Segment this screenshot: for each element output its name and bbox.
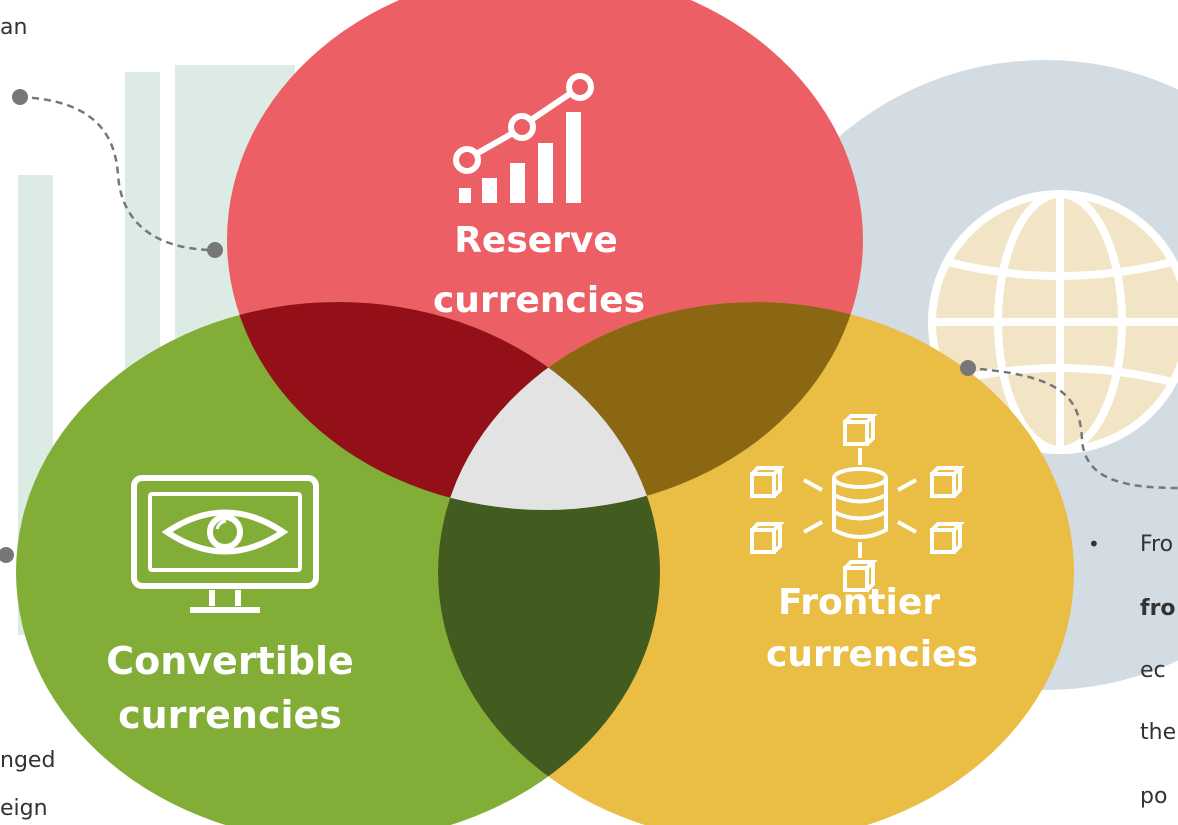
chart-growth-icon — [453, 73, 594, 203]
right-text-line4: the — [1140, 720, 1177, 745]
connector-left-bottom — [0, 547, 14, 563]
right-text-line1: Fro — [1140, 532, 1174, 557]
left-text-top: an — [0, 15, 28, 40]
right-text-line2: fro — [1140, 596, 1176, 621]
reserve-label-line1: Reserve — [454, 220, 618, 261]
frontier-label-line1: Frontier — [778, 582, 940, 623]
globe-icon — [928, 190, 1178, 454]
center-overlap — [438, 302, 660, 510]
right-bullet: • — [1088, 532, 1100, 556]
connector-right — [960, 360, 1178, 490]
connector-dot — [207, 242, 223, 258]
right-text-line5: po — [1140, 784, 1168, 809]
right-text-line3: ec — [1140, 658, 1166, 683]
connector-dot — [0, 547, 14, 563]
connector-dot — [12, 89, 28, 105]
reserve-label-line2: currencies — [433, 280, 645, 321]
left-text-bottom-1: nged — [0, 748, 56, 773]
frontier-label-line2: currencies — [766, 634, 978, 675]
convertible-label-line1: Convertible — [106, 639, 354, 683]
connector-dot — [960, 360, 976, 376]
convertible-label-line2: currencies — [118, 693, 342, 737]
left-text-bottom-2: eign — [0, 796, 48, 821]
database-network-icon — [750, 414, 965, 592]
connector-left-top — [12, 89, 223, 258]
monitor-eye-icon — [131, 475, 319, 613]
